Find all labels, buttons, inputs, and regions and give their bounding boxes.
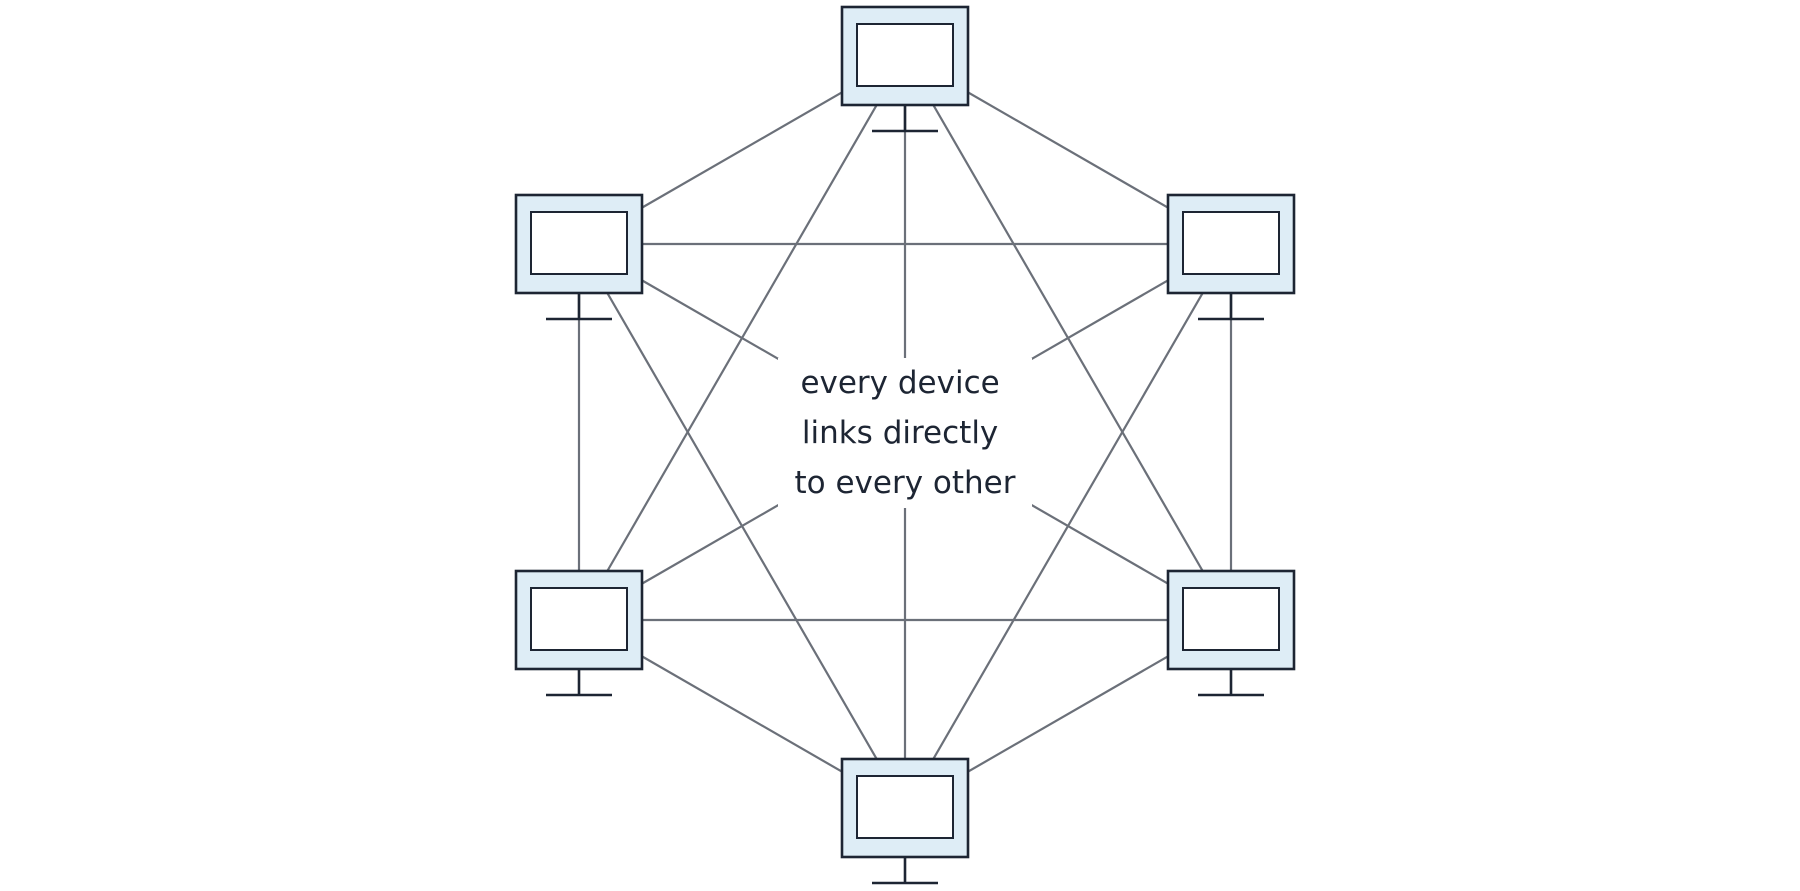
device-6-monitor-icon	[514, 193, 644, 321]
monitor-screen	[530, 211, 628, 275]
center-label-line-2: links directly	[802, 415, 998, 451]
center-label: every device links directly to every oth…	[795, 365, 1016, 501]
monitor-screen	[856, 23, 954, 87]
devices	[514, 5, 1296, 885]
monitor-screen	[530, 587, 628, 651]
device-1-monitor-icon	[840, 5, 970, 133]
monitor-screen	[856, 775, 954, 839]
device-2-monitor-icon	[1166, 193, 1296, 321]
link-4-6	[578, 243, 906, 809]
device-5-monitor-icon	[514, 569, 644, 697]
center-label-line-1: every device	[800, 365, 999, 401]
device-4-monitor-icon	[840, 757, 970, 885]
monitor-screen	[1182, 211, 1280, 275]
center-label-line-3: to every other	[795, 465, 1016, 501]
device-3-monitor-icon	[1166, 569, 1296, 697]
monitor-screen	[1182, 587, 1280, 651]
center-label-backdrop	[778, 358, 1032, 508]
